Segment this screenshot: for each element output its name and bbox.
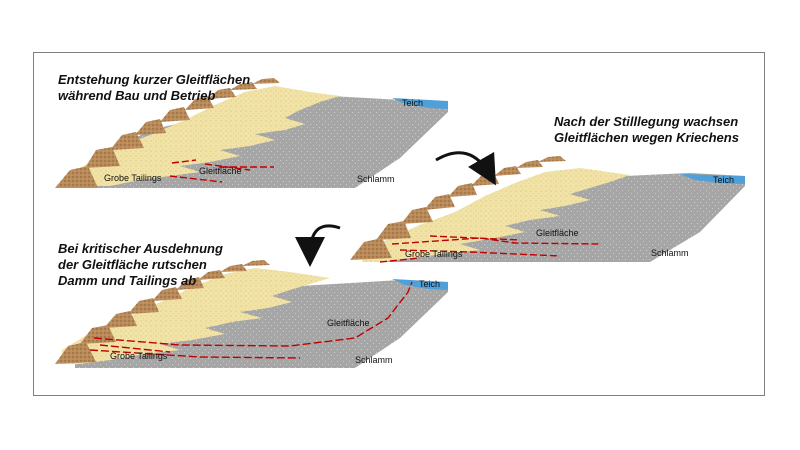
label-grobe-tailings: Grobe Tailings xyxy=(110,351,168,361)
slip-surfaces xyxy=(169,159,274,183)
pond xyxy=(680,174,745,184)
label-grobe-tailings: Grobe Tailings xyxy=(405,249,463,259)
dam-steps xyxy=(350,156,566,260)
caption-stage-1: Entstehung kurzer Gleitflächen während B… xyxy=(58,72,250,104)
caption-stage-3-line-2: der Gleitfläche rutschen xyxy=(58,257,207,272)
sludge-body xyxy=(75,280,448,368)
label-schlamm: Schlamm xyxy=(651,248,689,258)
curved-arrow-stage2-to-stage3 xyxy=(295,224,341,267)
label-teich: Teich xyxy=(402,98,423,108)
dam-steps xyxy=(55,260,270,364)
slip-surfaces xyxy=(379,235,601,263)
label-teich: Teich xyxy=(419,279,440,289)
caption-stage-2: Nach der Stilllegung wachsen Gleitfläche… xyxy=(554,114,739,146)
coarse-tailings xyxy=(80,86,340,186)
label-schlamm: Schlamm xyxy=(357,174,395,184)
caption-stage-3-line-3: Damm und Tailings ab xyxy=(58,273,197,288)
label-gleitflaeche: Gleitfläche xyxy=(199,166,242,176)
label-grobe-tailings: Grobe Tailings xyxy=(104,173,162,183)
pond xyxy=(392,98,448,109)
caption-stage-3-line-1: Bei kritischer Ausdehnung xyxy=(58,241,223,256)
coarse-tailings xyxy=(362,168,630,262)
caption-stage-3: Bei kritischer Ausdehnung der Gleitfläch… xyxy=(58,241,223,289)
caption-stage-1-line-2: während Bau und Betrieb xyxy=(58,88,216,103)
label-gleitflaeche: Gleitfläche xyxy=(536,228,579,238)
pond xyxy=(392,279,448,290)
label-teich: Teich xyxy=(713,175,734,185)
caption-stage-2-line-1: Nach der Stilllegung wachsen xyxy=(554,114,739,129)
label-schlamm: Schlamm xyxy=(355,355,393,365)
slip-surfaces xyxy=(89,281,413,359)
label-gleitflaeche: Gleitfläche xyxy=(327,318,370,328)
caption-stage-2-line-2: Gleitflächen wegen Kriechens xyxy=(554,130,739,145)
stage-2-diagram: Grobe Tailings Gleitfläche Schlamm Teich xyxy=(350,156,745,263)
stage-3-diagram: Grobe Tailings Gleitfläche Schlamm Teich xyxy=(55,260,448,368)
coarse-tailings xyxy=(62,268,330,364)
stage-1-diagram: Grobe Tailings Gleitfläche Schlamm Teich xyxy=(55,78,448,188)
dam-steps xyxy=(55,78,280,188)
curved-arrow-stage1-to-stage2 xyxy=(435,151,496,186)
caption-stage-1-line-1: Entstehung kurzer Gleitflächen xyxy=(58,72,251,87)
